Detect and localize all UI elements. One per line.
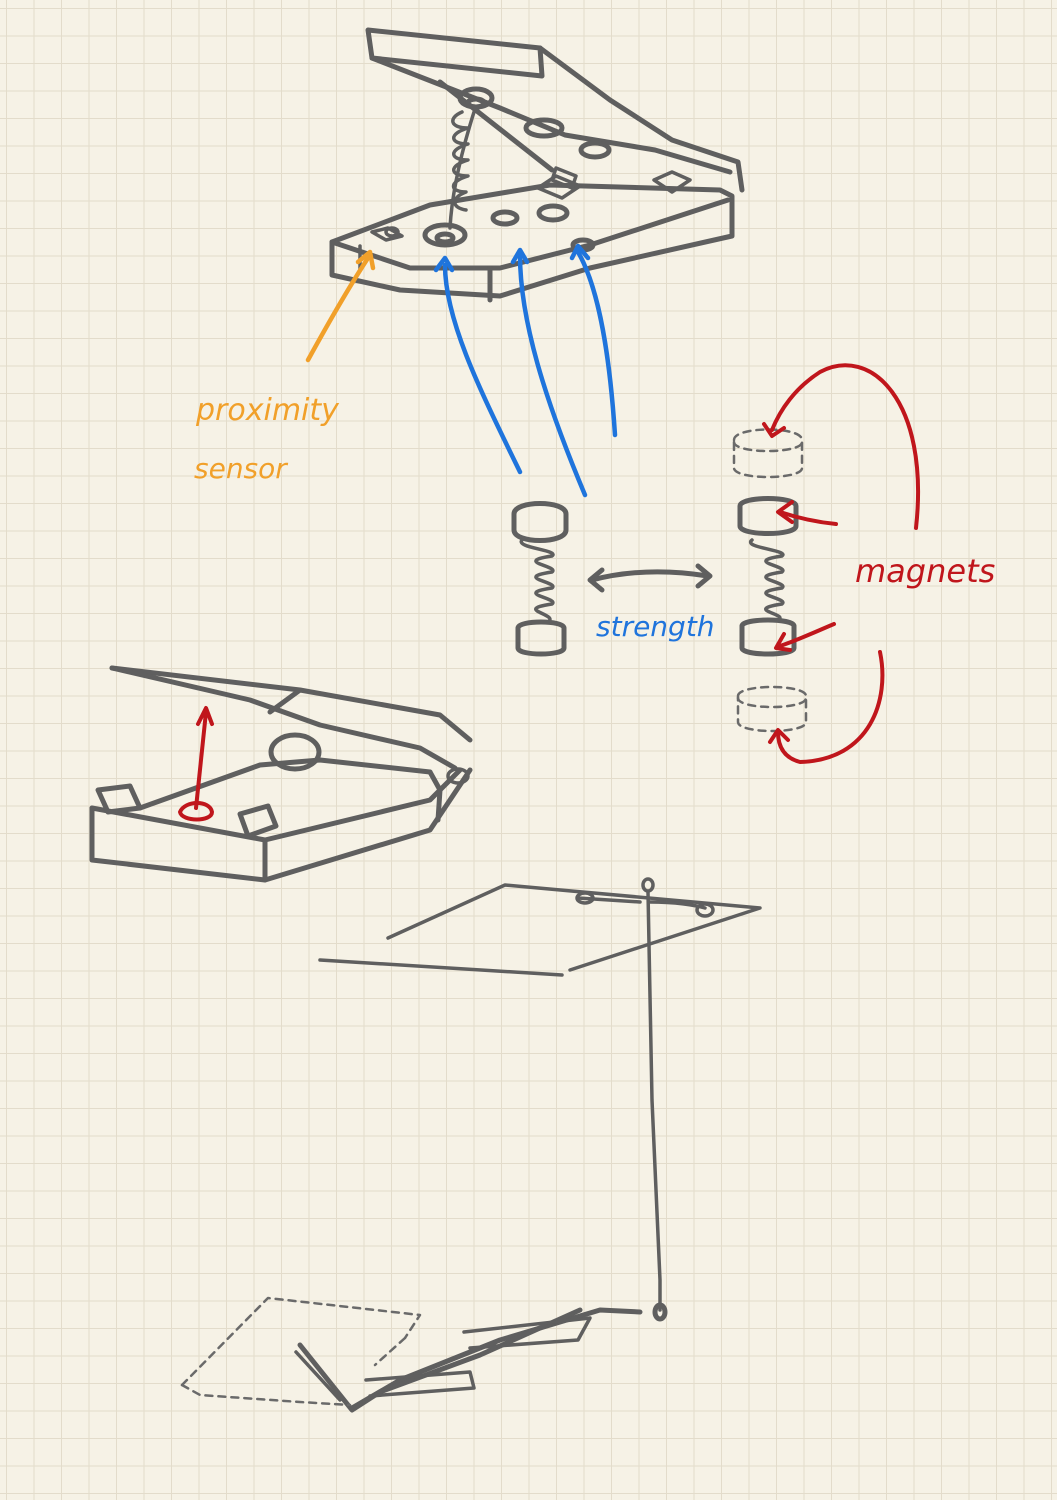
hinged-device-top bbox=[332, 30, 742, 300]
proximity-label: proximity bbox=[195, 393, 340, 428]
proximity-sensor-annotation: proximity sensor bbox=[194, 252, 373, 485]
magnets-annotation: magnets bbox=[764, 365, 995, 762]
blue-arrows bbox=[436, 246, 615, 495]
magnets-label: magnets bbox=[855, 552, 995, 590]
sensor-label: sensor bbox=[194, 452, 288, 485]
strength-label: strength bbox=[596, 610, 715, 643]
left-spring bbox=[514, 504, 566, 655]
platform-rod-device bbox=[182, 879, 760, 1410]
hinged-device-middle bbox=[92, 668, 470, 880]
strength-annotation: strength bbox=[590, 566, 715, 643]
right-spring bbox=[734, 430, 806, 732]
